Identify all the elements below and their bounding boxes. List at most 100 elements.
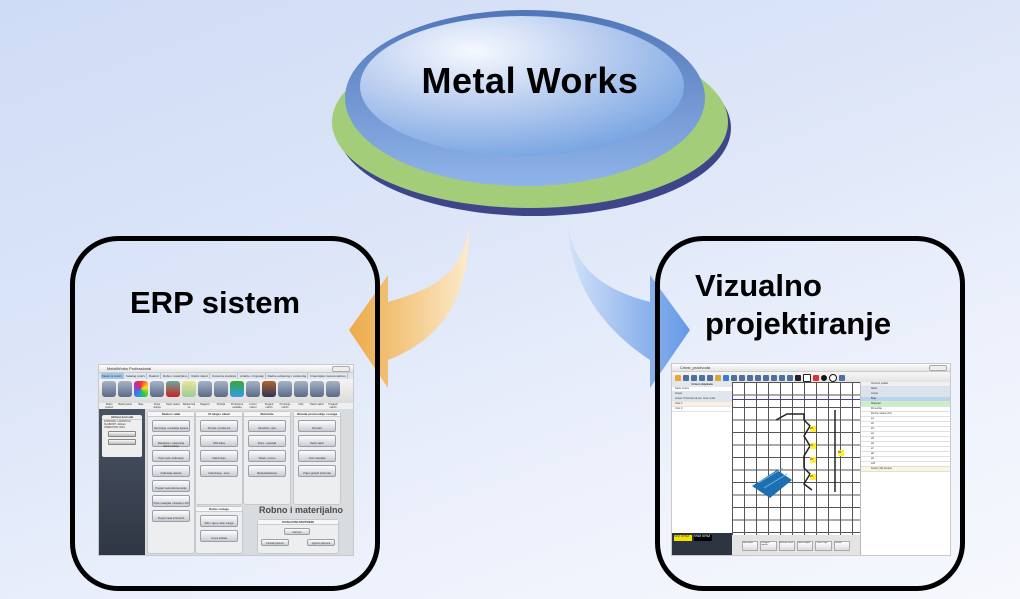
segment-row[interactable]: a4 <box>861 432 950 437</box>
app-module-icon[interactable] <box>326 381 340 397</box>
window-controls[interactable] <box>929 365 947 371</box>
panel-button[interactable]: Normiranje i rasadanje kapaca <box>152 420 190 432</box>
panel-button[interactable]: Sifre i cijene roba i usluga <box>200 515 238 527</box>
text-icon[interactable] <box>779 375 785 381</box>
segment-row[interactable]: a3 <box>861 427 950 432</box>
cut-icon[interactable] <box>707 375 713 381</box>
app-module-icon[interactable] <box>246 381 260 397</box>
delete-button[interactable]: Obrisati <box>833 541 850 551</box>
erp-menu-item[interactable]: Metal ini proizv <box>101 373 125 379</box>
filled-circle-icon[interactable] <box>821 375 827 381</box>
delete-drawing-button[interactable]: Brisanje crteza <box>778 541 795 551</box>
money-icon[interactable] <box>182 381 196 397</box>
line-icon[interactable] <box>763 375 769 381</box>
objects-row[interactable]: crtez 2 <box>672 407 732 412</box>
panel-button[interactable]: Popis - materijali <box>248 435 286 447</box>
panel-button[interactable]: Fakturiranje <box>200 450 238 462</box>
old-drawing-button[interactable]: STARI CRTEZ <box>694 535 712 541</box>
tool-icon[interactable] <box>699 375 705 381</box>
segment-row[interactable]: a10 <box>861 462 950 467</box>
line-icon[interactable] <box>787 375 793 381</box>
line-icon[interactable] <box>731 375 737 381</box>
property-row[interactable]: Grupa <box>861 392 950 397</box>
property-row[interactable]: Materijal <box>861 402 950 407</box>
segment-row[interactable]: a2 <box>861 422 950 427</box>
open-icon[interactable] <box>675 375 681 381</box>
panel-button[interactable]: Medjuskladistenje <box>248 465 286 477</box>
erp-menu-item[interactable]: Osnovna sredstva <box>211 373 239 379</box>
panel-button[interactable]: Popis materijala i obrada po RN <box>152 495 190 507</box>
property-row[interactable]: Boja <box>861 397 950 402</box>
change-object-button[interactable]: Promjena objekta <box>760 541 777 551</box>
segment-row[interactable]: a5 <box>861 437 950 442</box>
erp-menu-item[interactable]: Radni nalozi <box>191 373 210 379</box>
circle-icon[interactable] <box>829 374 837 382</box>
change-user-button[interactable] <box>108 439 136 445</box>
globe-icon[interactable] <box>230 381 244 397</box>
zoom-icon[interactable] <box>691 375 697 381</box>
partner-contracts-button[interactable]: Ugovori partnera <box>307 539 335 546</box>
panel-button[interactable]: Ponude i predracuni <box>200 420 238 432</box>
rect-icon[interactable] <box>803 374 811 382</box>
erp-menu-item[interactable]: Radne evidencije i evidencije <box>267 373 309 379</box>
erp-menu-item[interactable]: Financijsko racunovodstvo <box>310 373 348 379</box>
fill-icon[interactable] <box>813 375 819 381</box>
app-module-icon[interactable] <box>214 381 228 397</box>
property-group[interactable]: Duzine strana (10) <box>861 412 950 417</box>
panel-button[interactable]: Pregled rada dokumentacije <box>152 480 190 492</box>
segment-row[interactable]: a8 <box>861 452 950 457</box>
tools-icon[interactable] <box>278 381 292 397</box>
app-module-icon[interactable] <box>310 381 324 397</box>
app-module-icon[interactable] <box>294 381 308 397</box>
panel-button[interactable]: Radni nalozi <box>298 435 336 447</box>
panel-button[interactable]: Normativ <box>298 420 336 432</box>
segment-row[interactable]: a7 <box>861 447 950 452</box>
property-row[interactable]: Naziv <box>861 387 950 392</box>
choose-user-button[interactable] <box>108 431 136 437</box>
contact-partners-button[interactable]: Kontakt partneri <box>261 539 289 546</box>
print-button[interactable]: Otvori / Ispis <box>815 541 832 551</box>
panel-button[interactable]: Izlaz materijala <box>298 450 336 462</box>
property-group[interactable]: Dimenzije <box>861 407 950 412</box>
line-icon[interactable] <box>739 375 745 381</box>
panel-button[interactable]: Grupe artikala <box>200 530 238 542</box>
panel-button[interactable]: Fakturiranje - teren <box>200 465 238 477</box>
panel-button[interactable]: Kalkulacije dokaza <box>152 465 190 477</box>
cross-icon[interactable] <box>747 375 753 381</box>
erp-menu-item[interactable]: Robno materijalno <box>163 373 190 379</box>
angle-icon[interactable] <box>755 375 761 381</box>
segment-row[interactable]: a9 <box>861 457 950 462</box>
segment-row[interactable]: a6 <box>861 442 950 447</box>
panel-button[interactable]: Prijem gotovih proizvoda <box>298 465 336 477</box>
paste-icon[interactable] <box>715 375 721 381</box>
save-icon[interactable] <box>683 375 689 381</box>
objects-row[interactable]: crtez 1 <box>672 402 732 407</box>
drawing-canvas[interactable]: 20 20 20 20 80 <box>732 382 860 535</box>
new-drawing-button[interactable]: NOVI CRTEZ <box>674 535 692 541</box>
save-object-button[interactable]: Spremi objekt <box>796 541 814 551</box>
panel-button[interactable]: Skladi - promet <box>248 450 286 462</box>
property-group[interactable]: Kutevi (10) ukupno <box>861 467 950 472</box>
erp-menu-item[interactable]: Katalog proizv <box>126 373 148 379</box>
settings-icon[interactable] <box>839 375 845 381</box>
color-wheel-icon[interactable] <box>134 381 148 397</box>
curve-icon[interactable] <box>771 375 777 381</box>
panel-button[interactable]: Narudzbe i upisi <box>248 420 286 432</box>
segment-row[interactable]: a1 <box>861 417 950 422</box>
objects-row[interactable]: Grupa: Proizvodi od poc. lima s pobr <box>672 397 732 402</box>
app-module-icon[interactable] <box>118 381 132 397</box>
erp-menu-item[interactable]: Radnici <box>149 373 162 379</box>
panel-button[interactable]: Pregled rada arhiviranih <box>152 510 190 522</box>
panel-button[interactable]: Rasadanje i reklamacije dokumentacije <box>152 435 190 448</box>
erp-menu-item[interactable]: Analize i izvjestaji <box>240 373 266 379</box>
panel-button[interactable]: Popis rada i kalkulacije <box>152 450 190 462</box>
car-icon[interactable] <box>166 381 180 397</box>
books-icon[interactable] <box>262 381 276 397</box>
objects-row[interactable]: Naziv crteza <box>672 387 732 392</box>
partners-button[interactable]: Partneri <box>284 528 310 535</box>
app-module-icon[interactable] <box>198 381 212 397</box>
window-controls[interactable] <box>332 366 350 372</box>
objects-row[interactable]: Grupa <box>672 392 732 397</box>
filled-rect-icon[interactable] <box>795 375 801 381</box>
grid-icon[interactable] <box>723 375 729 381</box>
